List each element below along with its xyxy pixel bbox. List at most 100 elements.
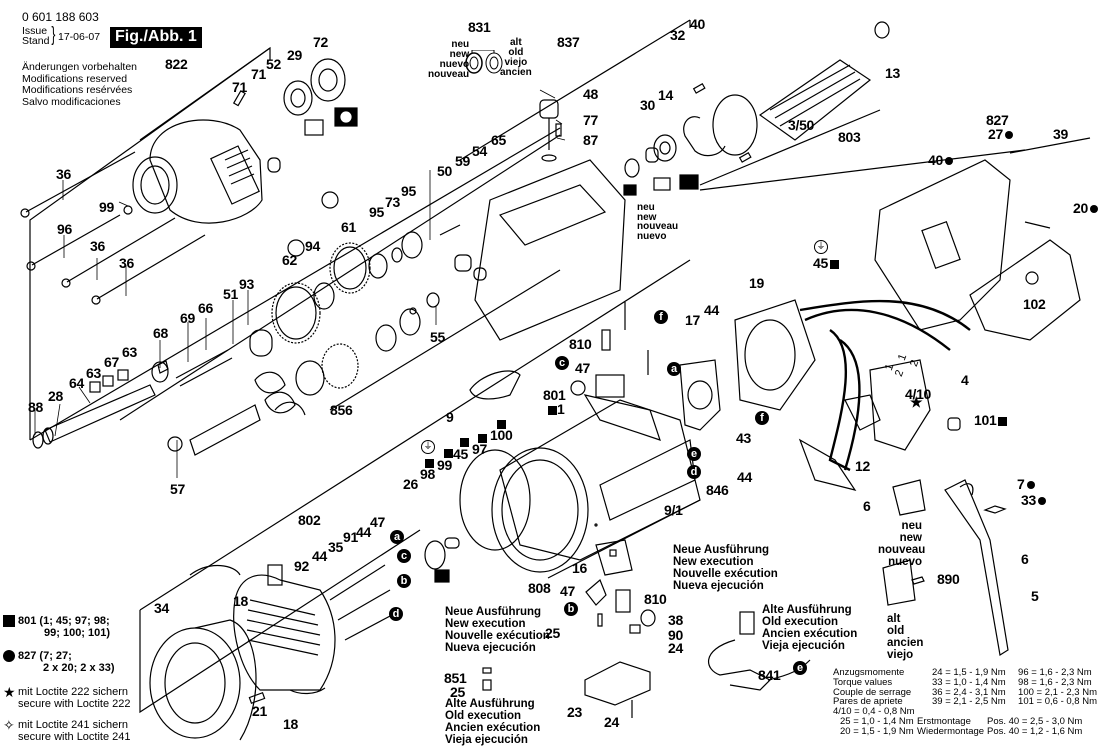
armature-drawing (623, 21, 890, 196)
connection-marker-b: b (397, 574, 411, 588)
brush-old-note-left: Alte Ausführung Old execution Ancien exé… (445, 698, 540, 746)
part-label: 28 (48, 388, 63, 404)
part-label-27: 27 (988, 126, 1003, 142)
seal-icons (465, 50, 503, 74)
group-frame-lines (29, 19, 1026, 714)
note-line: Old execution (445, 710, 522, 722)
part-label: 846 (706, 482, 729, 498)
switch-new-note: neu new nouveau nuevo (878, 520, 925, 568)
part-label: 52 (266, 56, 281, 72)
part-label (423, 455, 434, 469)
part-label: 14 (658, 87, 673, 103)
star-icon: ★ (3, 684, 16, 700)
connection-marker-e: e (687, 447, 701, 461)
connection-marker-f: f (755, 411, 769, 425)
issue-label-en: Issue (22, 25, 48, 37)
circle-marker-icon (944, 157, 953, 166)
note-line: neu (637, 202, 655, 213)
part-label: 69 (180, 310, 195, 326)
circle-marker-icon (1026, 481, 1035, 490)
part-label: 23 (567, 704, 582, 720)
part-label: 1 (546, 402, 565, 416)
part-label: 4/10 (905, 386, 932, 402)
note-line: Neue Ausführung (673, 544, 770, 556)
torque-value: 100 = 2,1 - 2,3 Nm (1018, 686, 1097, 698)
torque-title: Torque values (833, 676, 893, 688)
part-label: 68 (153, 325, 168, 341)
part-label: 26 (403, 476, 418, 492)
part-label (495, 416, 506, 430)
part-label: 62 (282, 252, 297, 268)
torque-row: Couple de serrage 36 = 2,4 - 3,1 Nm 100 = … (833, 686, 1101, 698)
square-marker-icon (998, 416, 1008, 426)
part-label: 55 (430, 329, 445, 345)
note-line: nouveau (428, 69, 470, 80)
connection-marker-d: d (389, 607, 403, 621)
part-label: 72 (313, 34, 328, 50)
note-line: nuevo (888, 556, 922, 568)
part-label: 36 (119, 255, 134, 271)
part-label: 808 (528, 580, 551, 596)
part-label: 54 (472, 143, 487, 159)
note-line: old (887, 625, 905, 637)
note-line: new (449, 49, 470, 60)
part-label: 822 (165, 56, 188, 72)
circle-marker-icon (1089, 205, 1098, 214)
brace-glyph: } (51, 24, 56, 46)
note-line: neu (451, 39, 470, 50)
part-label: 801 (543, 387, 566, 403)
part-label: 24 (668, 640, 683, 656)
part-label: 94 (305, 238, 320, 254)
torque-value: 33 = 1,0 - 1,4 Nm (932, 676, 1006, 688)
part-label: 827 (986, 112, 1009, 128)
torque-title: Pares de apriete (833, 696, 903, 708)
part-label: 90 (668, 627, 683, 643)
torque-value: 36 = 2,4 - 3,1 Nm (932, 686, 1006, 698)
part-label: 13 (885, 65, 900, 81)
note-line: ancien (887, 637, 924, 649)
issue-label: Issue Stand (22, 25, 49, 47)
part-label: 29 (287, 47, 302, 63)
legend-text: 827 (7; 27; (18, 650, 72, 662)
part-label: 50 (437, 163, 452, 179)
part-label: 33 (1021, 493, 1046, 507)
part-label: 99 (437, 457, 452, 473)
part-label: 40 (928, 153, 953, 167)
note-line: Vieja ejecución (445, 734, 528, 746)
part-label: 851 (444, 670, 467, 686)
circle-marker-icon (1004, 131, 1013, 140)
switch-drawing (570, 302, 721, 431)
part-label: 95 (369, 204, 384, 220)
part-label: 44 (312, 548, 327, 564)
part-label: 25 (545, 625, 560, 641)
note-line: nuevo (637, 230, 667, 242)
open-star-icon: ✧ (3, 717, 15, 733)
part-number: 0 601 188 603 (22, 10, 99, 24)
part-label: 87 (583, 132, 598, 148)
connection-marker-e: e (793, 661, 807, 675)
part-label: 97 (472, 441, 487, 457)
field-coil-drawing (149, 564, 393, 741)
connection-marker-a: a (667, 362, 681, 376)
part-label: 71 (251, 66, 266, 82)
note-line: viejo (504, 57, 528, 68)
modifications-line: Modifications reserved (22, 72, 128, 85)
torque-value: 24 = 1,5 - 1,9 Nm (932, 667, 1006, 678)
torque-title: Couple de serrage (833, 686, 912, 698)
issue-date: 17-06-07 (58, 31, 101, 43)
part-label: 12 (855, 458, 870, 474)
brush-new-note-left: Neue Ausführung New execution Nouvelle e… (445, 606, 550, 654)
part-label: 38 (668, 612, 683, 628)
part-label-101: 101 (974, 412, 997, 428)
part-label-33: 33 (1021, 492, 1036, 508)
note-line: Nouvelle exécution (445, 630, 550, 642)
torque-title: Anzugsmomente (833, 667, 905, 678)
note-line: Alte Ausführung (762, 604, 852, 616)
connection-marker-a: a (390, 530, 404, 544)
connection-marker-d: d (687, 465, 701, 479)
note-line: new (637, 211, 657, 223)
legend-text: mit Loctite 241 sichern (18, 719, 129, 731)
part-label: 67 (104, 354, 119, 370)
spindle-drawing (32, 349, 261, 456)
